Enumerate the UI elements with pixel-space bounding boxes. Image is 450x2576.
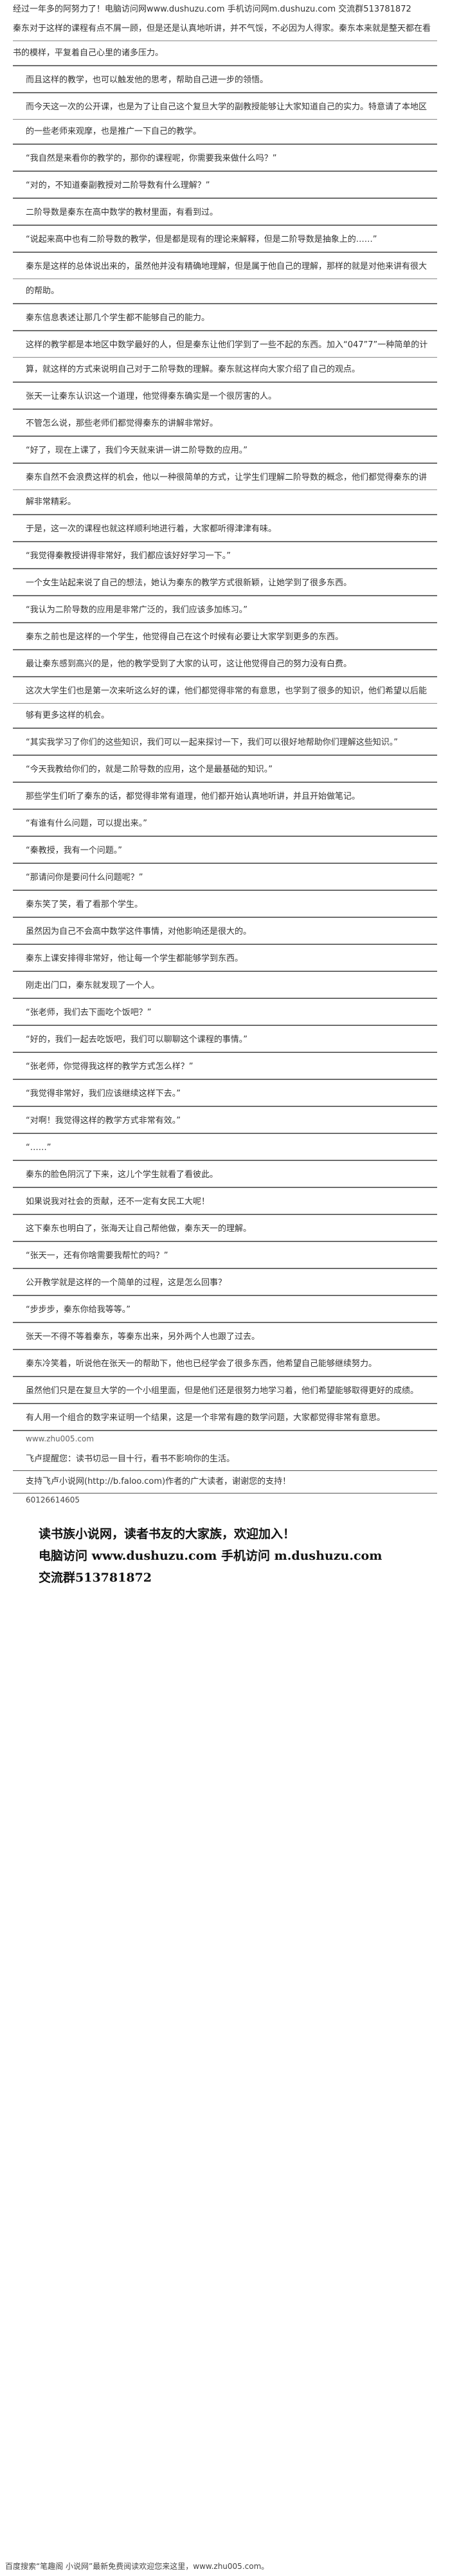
paragraph: “步步步，秦东你给我等等。” bbox=[13, 1298, 437, 1323]
paragraph: “有谁有什么问题，可以提出来。” bbox=[13, 812, 437, 837]
paragraph: 虽然因为自己不会高中数学这件事情，对他影响还是很大的。 bbox=[13, 920, 437, 945]
paragraph: “我认为二阶导数的应用是非常广泛的，我们应该多加练习。” bbox=[13, 598, 437, 623]
paragraph: “今天我教给你们的，就是二阶导数的应用，这个是最基础的知识。” bbox=[13, 758, 437, 783]
paragraph: “张天一，还有你啥需要我帮忙的吗？” bbox=[13, 1244, 437, 1269]
paragraph: 张天一让秦东认识这一个道理，他觉得秦东确实是一个很厉害的人。 bbox=[13, 385, 437, 410]
paragraph: “好的，我们一起去吃饭吧，我们可以聊聊这个课程的事情。” bbox=[13, 1028, 437, 1053]
paragraph: 秦东是这样的总体说出来的，虽然他并没有精确地理解，但是属于他自己的理解，那样的就… bbox=[13, 255, 437, 304]
paragraph: “那请问你是要问什么问题呢？” bbox=[13, 866, 437, 891]
paragraph: 刚走出门口，秦东就发现了一个人。 bbox=[13, 974, 437, 999]
footer-text: 百度搜索“笔趣阁 小说网”最新免费阅读欢迎您来这里，www.zhu005.com… bbox=[5, 2562, 269, 2571]
paragraph: 那些学生们听了秦东的话，都觉得非常有道理，他们都开始认真地听讲，并且开始做笔记。 bbox=[13, 785, 437, 810]
paragraph: 秦东笑了笑，看了看那个学生。 bbox=[13, 893, 437, 918]
paragraph-list: 秦东对于这样的课程有点不屑一顾，但是还是认真地听讲，并不气馁，不必因为人得家。秦… bbox=[13, 17, 437, 1431]
paragraph: “好了，现在上课了，我们今天就来讲一讲二阶导数的应用。” bbox=[13, 439, 437, 464]
paragraph: 虽然他们只是在复旦大学的一个小组里面，但是他们还是很努力地学习着，他们希望能够取… bbox=[13, 1379, 437, 1404]
promo-line-3: 交流群513781872 bbox=[39, 1571, 152, 1585]
promo-line-1: 读书族小说网，读者书友的大家族，欢迎加入！ bbox=[39, 1527, 296, 1541]
paragraph: 这样的教学都是本地区中数学最好的人，但是秦东让他们学到了一些不起的东西。加入“0… bbox=[13, 333, 437, 383]
paragraph: 这下秦东也明白了，张海天让自己帮他做，秦东天一的理解。 bbox=[13, 1217, 437, 1242]
paragraph: 如果说我对社会的贡献，还不一定有女民工大呢！ bbox=[13, 1190, 437, 1215]
paragraph: 秦东信息表述让那几个学生都不能够自己的能力。 bbox=[13, 306, 437, 331]
paragraph: “我觉得秦教授讲得非常好，我们都应该好好学习一下。” bbox=[13, 544, 437, 569]
paragraph: 秦东之前也是这样的一个学生，他觉得自己在这个时候有必要让大家学到更多的东西。 bbox=[13, 625, 437, 650]
paragraph: 而且这样的教学，也可以触发他的思考，帮助自己进一步的领悟。 bbox=[13, 68, 437, 93]
paragraph: “秦教授，我有一个问题。” bbox=[13, 839, 437, 864]
paragraph: “说起来高中也有二阶导数的教学，但是都是现有的理论来解释，但是二阶导数是抽象上的… bbox=[13, 228, 437, 253]
paragraph: “我自然是来看你的教学的，那你的课程呢，你需要我来做什么吗？” bbox=[13, 147, 437, 172]
header-line: 经过一年多的阿努力了！电脑访问网www.dushuzu.com 手机访问网m.d… bbox=[13, 5, 411, 14]
paragraph: “我觉得非常好，我们应该继续这样下去。” bbox=[13, 1082, 437, 1107]
promo-block: 读书族小说网，读者书友的大家族，欢迎加入！ 电脑访问 www.dushuzu.c… bbox=[13, 1523, 437, 1589]
paragraph: 张天一不得不等着秦东，等秦东出来，另外两个人也跟了过去。 bbox=[13, 1325, 437, 1350]
paragraph: 有人用一个组合的数字来证明一个结果，这是一个非常有趣的数学问题，大家都觉得非常有… bbox=[13, 1406, 437, 1431]
paragraph: 秦东上课安排得非常好，他让每一个学生都能够学到东西。 bbox=[13, 947, 437, 972]
closing-number: 60126614605 bbox=[26, 1495, 80, 1504]
paragraph: 一个女生站起来说了自己的想法，她认为秦东的教学方式很新颖，让她学到了很多东西。 bbox=[13, 571, 437, 596]
paragraph: “……” bbox=[13, 1136, 437, 1161]
promo-line-2: 电脑访问 www.dushuzu.com 手机访问 m.dushuzu.com bbox=[39, 1549, 382, 1563]
closing-line-2: 支持飞卢小说网(http://b.faloo.com)作者的广大读者，谢谢您的支… bbox=[13, 1471, 437, 1494]
paragraph: 秦东对于这样的课程有点不屑一顾，但是还是认真地听讲，并不气馁，不必因为人得家。秦… bbox=[13, 17, 437, 66]
paragraph: 不管怎么说，那些老师们都觉得秦东的讲解非常好。 bbox=[13, 412, 437, 437]
paragraph: “其实我学习了你们的这些知识，我们可以一起来探讨一下，我们可以很好地帮助你们理解… bbox=[13, 731, 437, 756]
paragraph: 秦东的脸色阴沉了下来，这儿个学生就看了看彼此。 bbox=[13, 1163, 437, 1188]
paragraph: “张老师，我们去下面吃个饭吧？” bbox=[13, 1001, 437, 1026]
paragraph: 最让秦东感到高兴的是，他的教学受到了大家的认可，这让他觉得自己的努力没有白费。 bbox=[13, 652, 437, 677]
paragraph: 于是，这一次的课程也就这样顺利地进行着，大家都听得津津有味。 bbox=[13, 517, 437, 542]
closing-line-1: 飞卢提醒您：读书切忌一目十行，看书不影响你的生活。 bbox=[13, 1448, 437, 1471]
paragraph: “对的，不知道秦副教授对二阶导数有什么理解？” bbox=[13, 174, 437, 199]
paragraph: 而今天这一次的公开课，也是为了让自己这个复旦大学的副教授能够让大家知道自己的实力… bbox=[13, 95, 437, 145]
paragraph: 二阶导数是秦东在高中数学的教材里面，有看到过。 bbox=[13, 201, 437, 226]
watermark-text: www.zhu005.com bbox=[26, 1434, 94, 1443]
paragraph: “张老师，你觉得我这样的教学方式怎么样？” bbox=[13, 1055, 437, 1080]
paragraph: 秦东自然不会浪费这样的机会，他以一种很简单的方式，让学生们理解二阶导数的概念，他… bbox=[13, 466, 437, 515]
paragraph: 秦东冷笑着，听说他在张天一的帮助下，他也已经学会了很多东西，他希望自己能够继续努… bbox=[13, 1352, 437, 1377]
paragraph: 公开教学就是这样的一个简单的过程，这是怎么回事？ bbox=[13, 1271, 437, 1296]
paragraph: 这次大学生们也是第一次来听这么好的课，他们都觉得非常的有意思，也学到了很多的知识… bbox=[13, 679, 437, 729]
paragraph: “对啊！我觉得这样的教学方式非常有效。” bbox=[13, 1109, 437, 1134]
